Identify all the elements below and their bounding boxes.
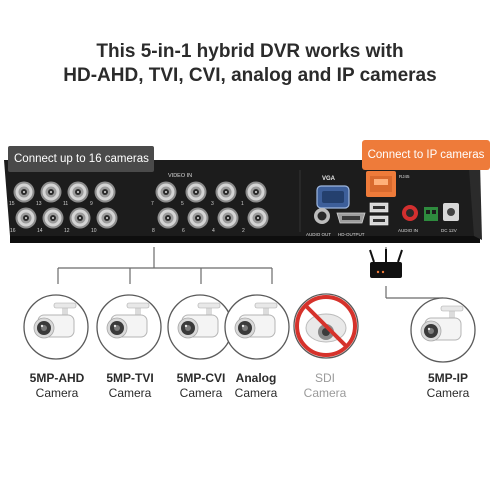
usb-ports[interactable]: [369, 202, 389, 226]
camera-type: Camera: [108, 386, 152, 400]
audio-out-port[interactable]: [314, 208, 330, 224]
camera-model: 5MP-AHD: [29, 371, 85, 385]
camera-label-ip: 5MP-IP Camera: [408, 371, 488, 401]
bnc-channel-number: 16: [10, 228, 16, 234]
bullet-camera-icon: [167, 294, 233, 360]
bnc-port[interactable]: [15, 207, 37, 229]
bnc-port[interactable]: [155, 181, 177, 203]
bnc-port[interactable]: [217, 207, 239, 229]
camera-model: 5MP-CVI: [176, 371, 226, 385]
audio-out-label: AUDIO OUT: [306, 232, 331, 237]
bnc-channel-number: 11: [63, 201, 68, 207]
bullet-camera-icon: [224, 294, 290, 360]
bnc-channel-number: 3: [211, 201, 214, 207]
rj45-label: RJ45: [399, 174, 410, 179]
rj45-port[interactable]: [366, 171, 396, 197]
camera-model: 5MP-IP: [427, 371, 468, 385]
callout-connect-ip: Connect to IP cameras: [362, 140, 490, 170]
camera-type: Camera: [35, 386, 79, 400]
camera-model: 5MP-TVI: [106, 371, 154, 385]
bnc-channel-number: 7: [151, 201, 154, 207]
headline-line-1: This 5-in-1 hybrid DVR works with: [96, 41, 404, 62]
camera-label-sdi: SDI Camera: [285, 371, 365, 401]
bullet-camera-icon: [96, 294, 162, 360]
vga-label: VGA: [322, 176, 336, 182]
bnc-port[interactable]: [247, 207, 269, 229]
bnc-port[interactable]: [215, 181, 237, 203]
bnc-channel-number: 13: [36, 201, 42, 207]
bnc-port[interactable]: [40, 181, 62, 203]
camera-type: Camera: [303, 386, 347, 400]
bnc-port[interactable]: [185, 181, 207, 203]
bnc-channel-number: 4: [212, 228, 215, 234]
terminal-block[interactable]: [424, 207, 438, 221]
bnc-channel-number: 12: [64, 228, 70, 234]
bnc-channel-number: 1: [241, 201, 244, 207]
bnc-channel-number: 2: [242, 228, 245, 234]
audio-in-port[interactable]: [402, 205, 418, 221]
bnc-port[interactable]: [13, 181, 35, 203]
camera-label-analog: Analog Camera: [216, 371, 296, 401]
audio-in-label: AUDIO IN: [398, 228, 418, 233]
bnc-port[interactable]: [96, 207, 118, 229]
bnc-port[interactable]: [94, 181, 116, 203]
camera-model: SDI: [314, 371, 335, 385]
headline-line-2: HD-AHD, TVI, CVI, analog and IP cameras: [63, 65, 437, 86]
camera-type: Camera: [179, 386, 223, 400]
connector-lines-left: [57, 247, 273, 284]
bnc-channel-number: 6: [182, 228, 185, 234]
dc-power-port[interactable]: [443, 203, 459, 221]
bnc-port[interactable]: [157, 207, 179, 229]
bnc-port[interactable]: [67, 181, 89, 203]
camera-label-tvi: 5MP-TVI Camera: [90, 371, 170, 401]
router-icon: [369, 249, 403, 278]
hdmi-port[interactable]: [336, 212, 366, 224]
bnc-port[interactable]: [245, 181, 267, 203]
bnc-port[interactable]: [42, 207, 64, 229]
bnc-port[interactable]: [69, 207, 91, 229]
dc-label: DC 12V: [441, 228, 457, 233]
camera-model: Analog: [235, 371, 277, 385]
bnc-channel-number: 10: [91, 228, 97, 234]
no-sign-icon: [295, 295, 357, 357]
camera-label-ahd: 5MP-AHD Camera: [17, 371, 97, 401]
bnc-port[interactable]: [187, 207, 209, 229]
camera-type: Camera: [426, 386, 470, 400]
video-in-label: VIDEO IN: [168, 173, 192, 179]
bnc-channel-number: 9: [90, 201, 93, 207]
camera-icons: [23, 293, 476, 363]
vga-port[interactable]: [316, 185, 350, 209]
bnc-channel-number: 8: [152, 228, 155, 234]
callout-connect-16: Connect up to 16 cameras: [8, 146, 154, 172]
bnc-channel-number: 15: [9, 201, 15, 207]
bullet-camera-icon: [410, 297, 476, 363]
bullet-camera-icon: [23, 294, 89, 360]
bnc-channel-number: 5: [181, 201, 184, 207]
bnc-channel-number: 14: [37, 228, 43, 234]
camera-label-cvi: 5MP-CVI Camera: [161, 371, 241, 401]
hd-output-label: HD-OUTPUT: [338, 232, 365, 237]
camera-type: Camera: [234, 386, 278, 400]
